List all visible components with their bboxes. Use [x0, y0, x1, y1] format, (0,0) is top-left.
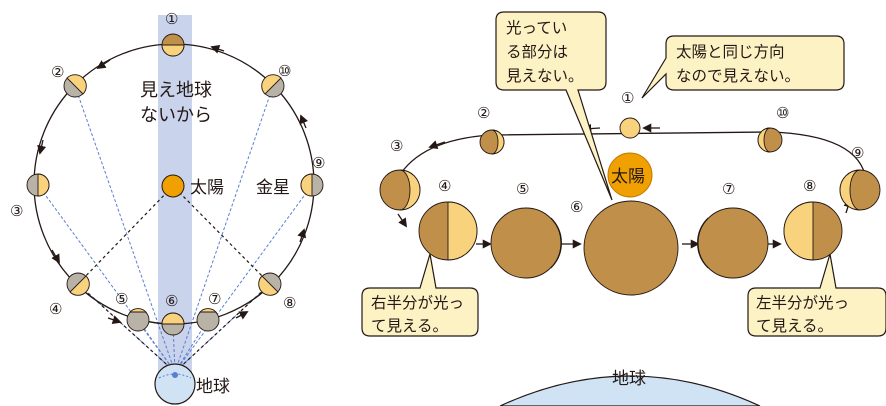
svg-text:光ってい: 光ってい — [506, 19, 567, 37]
venus-r4 — [418, 201, 478, 261]
svg-text:⑩: ⑩ — [278, 62, 291, 80]
svg-text:から: から — [176, 105, 212, 126]
svg-text:④: ④ — [438, 177, 451, 195]
venus-r7 — [697, 207, 769, 279]
venus-r2 — [479, 129, 505, 155]
svg-text:なので見えない。: なので見えない。 — [676, 67, 800, 85]
venus-3 — [26, 173, 50, 197]
venus-r8 — [783, 201, 843, 261]
svg-text:①: ① — [165, 10, 178, 28]
svg-text:て見える。: て見える。 — [756, 317, 833, 335]
venus-r3 — [379, 169, 421, 211]
svg-text:⑧: ⑧ — [283, 294, 296, 312]
svg-text:④: ④ — [49, 300, 62, 318]
svg-text:地球: 地球 — [176, 80, 212, 101]
svg-text:②: ② — [51, 63, 64, 81]
sightlines — [37, 85, 313, 373]
earth-large — [499, 375, 761, 406]
svg-text:左半分が光っ: 左半分が光っ — [756, 294, 849, 312]
callout-same-direction: 太陽と同じ方向 なので見えない。 — [641, 35, 845, 99]
sun-label: 太陽 — [190, 178, 224, 198]
venus-8 — [258, 272, 282, 296]
svg-text:⑩: ⑩ — [776, 104, 789, 122]
left-diagram: 太陽 — [10, 10, 325, 405]
left-position-numbers: ① ② ③ ④ ⑤ ⑥ ⑦ ⑧ ⑨ ⑩ — [10, 10, 325, 318]
venus-positions — [26, 33, 324, 336]
venus-r9 — [839, 169, 881, 211]
svg-text:③: ③ — [390, 137, 403, 155]
svg-text:見えない。: 見えない。 — [506, 67, 584, 85]
svg-text:る部分は: る部分は — [506, 43, 568, 61]
svg-text:⑥: ⑥ — [570, 198, 583, 216]
venus-label: 金星 — [256, 178, 290, 198]
right-diagram: 太陽 — [361, 11, 886, 406]
svg-text:⑥: ⑥ — [165, 292, 178, 310]
venus-9 — [300, 173, 324, 197]
svg-text:②: ② — [477, 104, 490, 122]
venus-r1 — [619, 117, 641, 139]
svg-text:⑤: ⑤ — [516, 180, 529, 198]
svg-text:⑧: ⑧ — [803, 177, 816, 195]
sun — [161, 174, 185, 198]
svg-text:太陽と同じ方向: 太陽と同じ方向 — [676, 43, 785, 61]
earth-small — [154, 363, 196, 405]
callout-right-half: 右半分が光っ て見える。 — [361, 253, 479, 337]
venus-r5 — [490, 207, 562, 279]
sun-right-label: 太陽 — [611, 167, 645, 187]
venus-10 — [261, 74, 285, 98]
right-position-numbers: ① ② ③ ④ ⑤ ⑥ ⑦ ⑧ ⑨ ⑩ — [390, 89, 864, 216]
callout-hidden: 光ってい る部分は 見えない。 — [495, 11, 613, 201]
venus-4 — [66, 272, 90, 296]
svg-text:ない: ない — [140, 105, 176, 126]
svg-text:右半分が光っ: 右半分が光っ — [371, 294, 464, 312]
venus-r10 — [757, 127, 783, 153]
venus-7 — [196, 308, 220, 332]
callout-left-half: 左半分が光っ て見える。 — [747, 253, 886, 337]
venus-5 — [126, 308, 150, 332]
svg-text:見え: 見え — [140, 80, 176, 101]
svg-text:①: ① — [621, 89, 634, 107]
svg-text:⑦: ⑦ — [722, 180, 735, 198]
svg-text:③: ③ — [10, 202, 23, 220]
earth-right-label: 地球 — [612, 369, 646, 389]
svg-text:⑨: ⑨ — [312, 154, 325, 172]
sun-right — [607, 152, 653, 198]
venus-2 — [63, 74, 87, 98]
orbit-arrows — [37, 44, 308, 325]
svg-text:⑦: ⑦ — [208, 290, 221, 308]
svg-text:⑤: ⑤ — [115, 290, 128, 308]
venus-6 — [161, 312, 185, 336]
venus-r6 — [583, 200, 679, 296]
svg-text:⑨: ⑨ — [851, 144, 864, 162]
earth-label: 地球 — [196, 377, 230, 397]
svg-text:て見える。: て見える。 — [371, 317, 448, 335]
venus-1 — [161, 33, 185, 57]
invisible-band-label: 地球 から 見え ない — [140, 80, 212, 126]
